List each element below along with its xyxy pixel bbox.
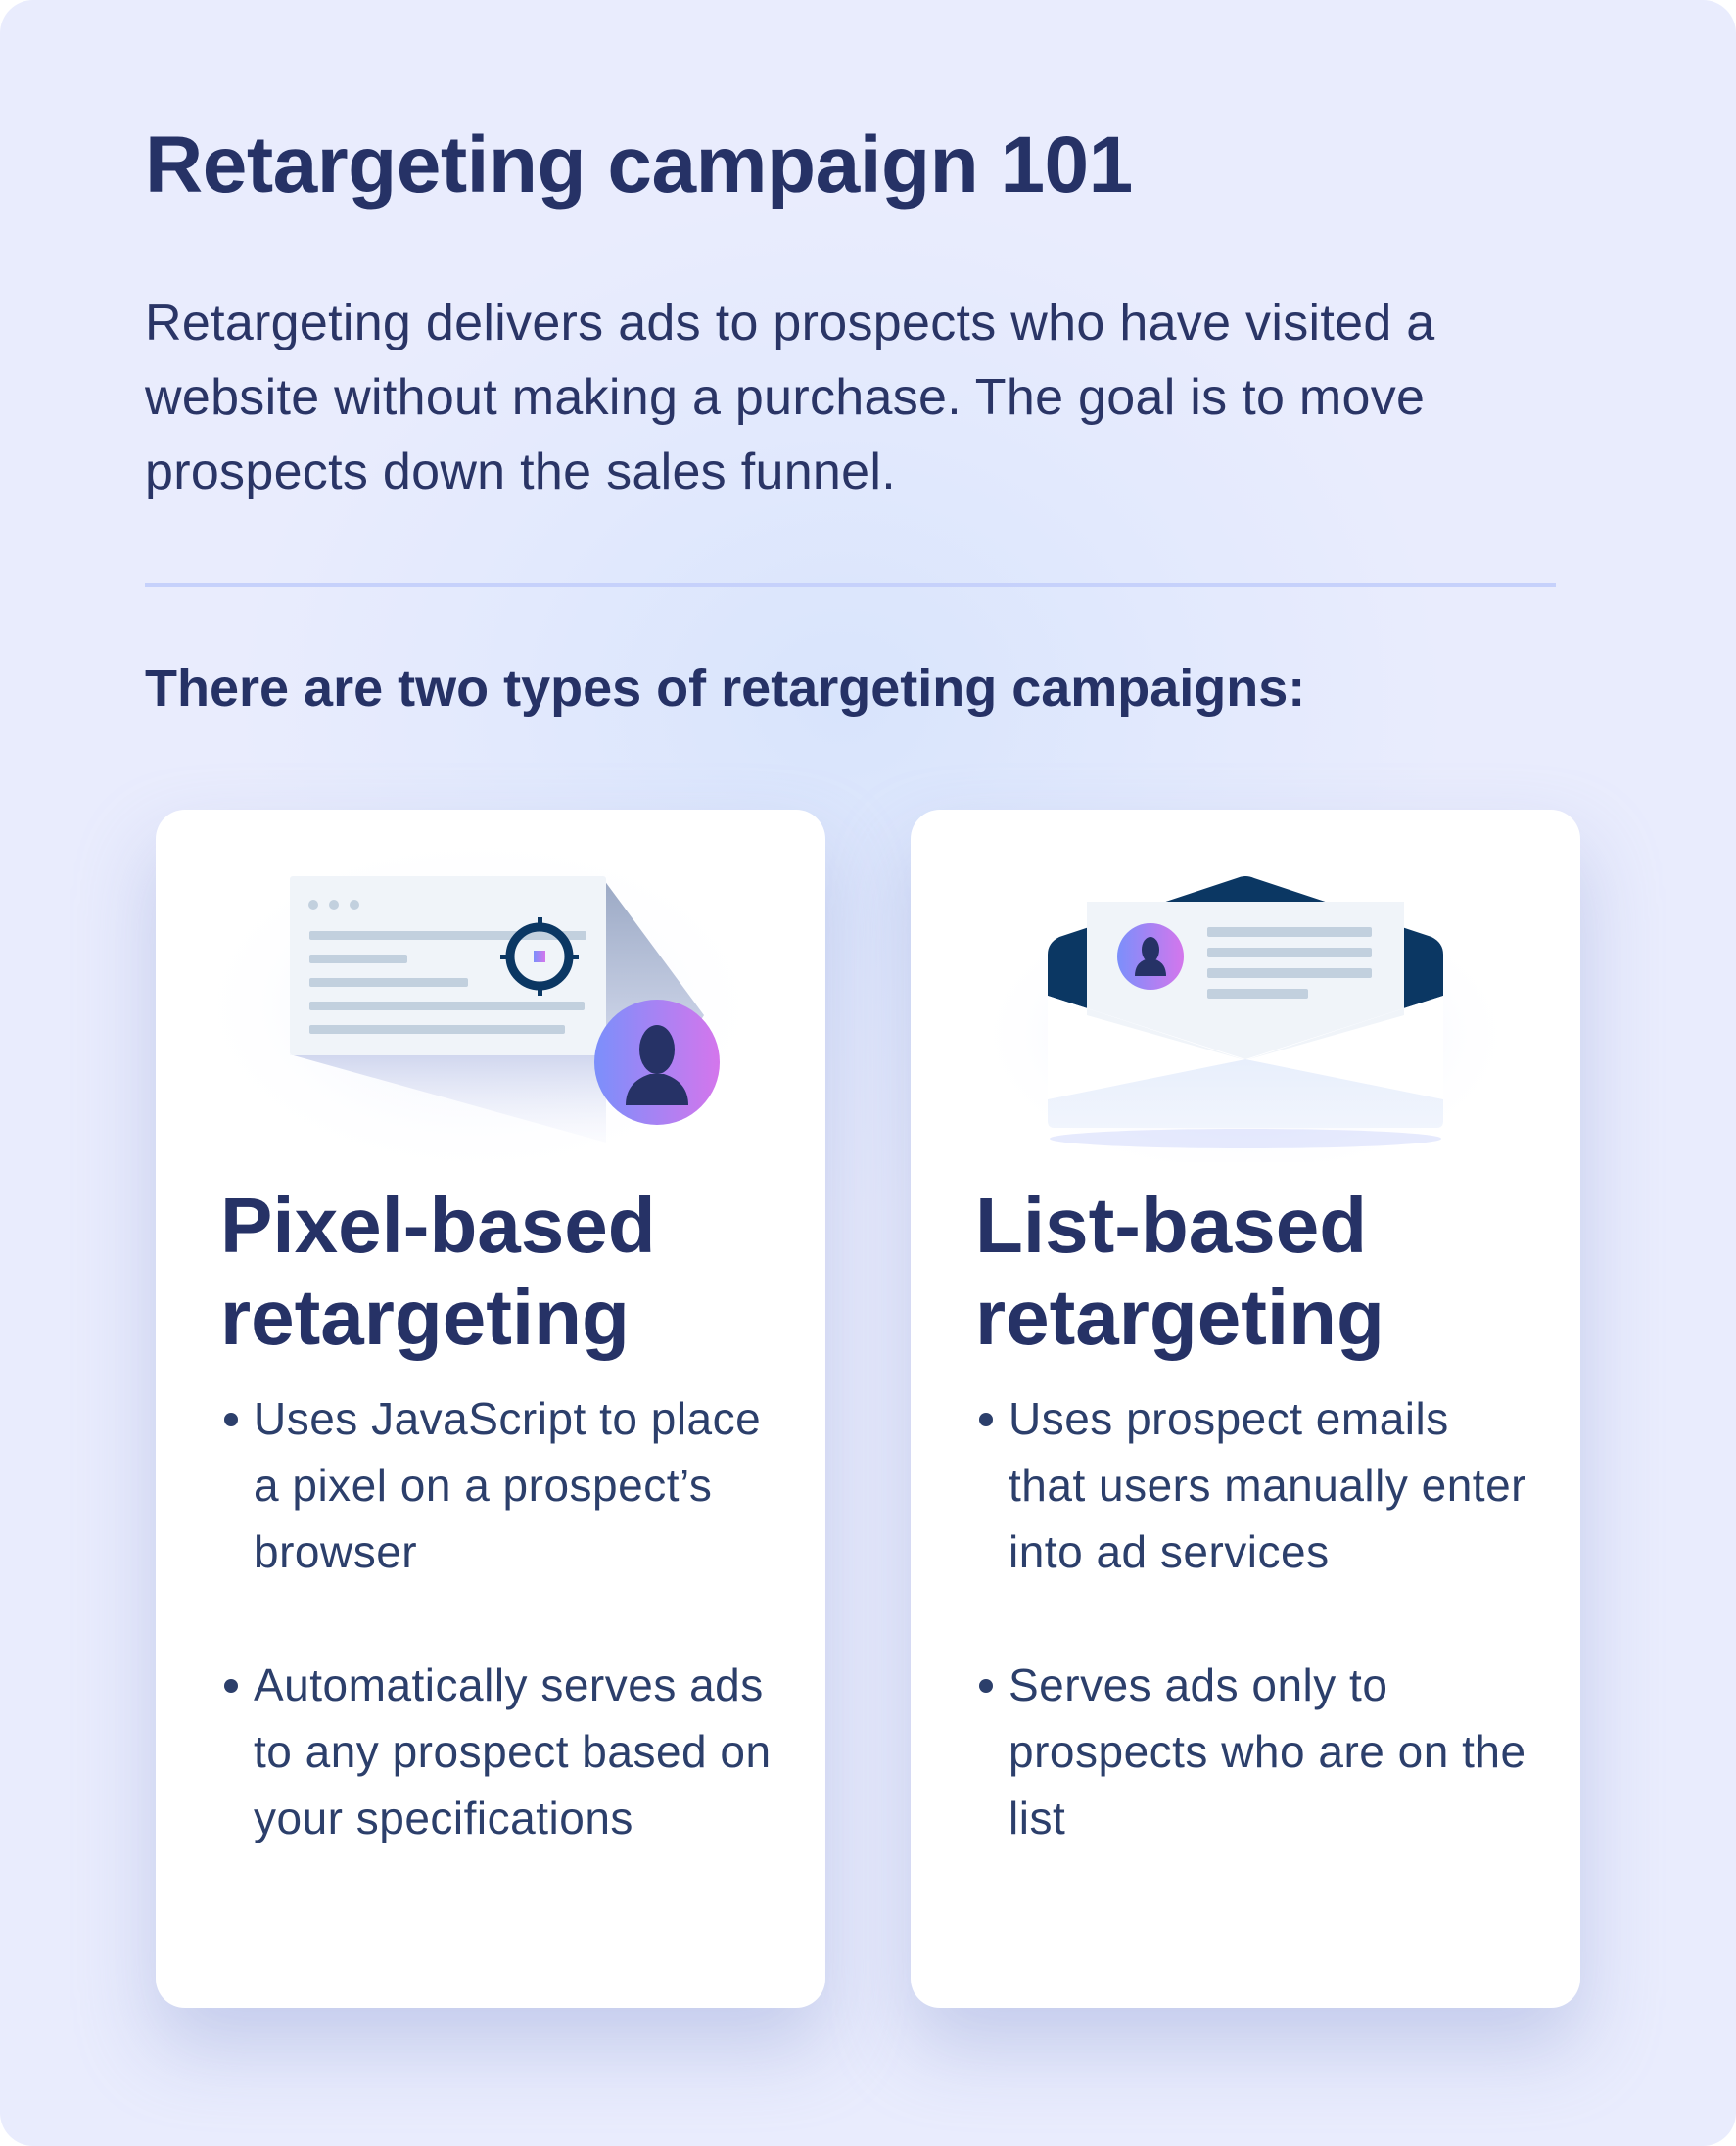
bullet-text: Serves ads only to prospects who are on … xyxy=(1009,1659,1526,1843)
bullet-list-pixel-based: Uses JavaScript to place a pixel on a pr… xyxy=(220,1385,778,1918)
bullet-list-list-based: Uses prospect emails that users manually… xyxy=(975,1385,1533,1918)
card-pixel-based: Pixel-based retargeting Uses JavaScript … xyxy=(156,810,825,2008)
bullet-text: Uses JavaScript to place a pixel on a pr… xyxy=(254,1393,762,1577)
card-title-pixel-based: Pixel-based retargeting xyxy=(220,1182,656,1361)
intro-paragraph: Retargeting delivers ads to prospects wh… xyxy=(145,295,1435,500)
bullet-dot-icon xyxy=(224,1413,238,1426)
bullet-dot-icon xyxy=(224,1679,238,1693)
bullet-item: Automatically serves ads to any prospect… xyxy=(220,1652,778,1851)
divider xyxy=(145,583,1556,587)
bullet-item: Serves ads only to prospects who are on … xyxy=(975,1652,1533,1851)
page-title: Retargeting campaign 101 xyxy=(145,120,1133,210)
section-subheading: There are two types of retargeting campa… xyxy=(145,659,1306,718)
bullet-dot-icon xyxy=(979,1679,993,1693)
envelope-user-illustration-icon xyxy=(971,876,1520,1162)
bullet-item: Uses JavaScript to place a pixel on a pr… xyxy=(220,1385,778,1585)
bullet-dot-icon xyxy=(979,1413,993,1426)
card-title-list-based: List-based retargeting xyxy=(975,1182,1384,1361)
bullet-text: Automatically serves ads to any prospect… xyxy=(254,1659,772,1843)
bullet-text: Uses prospect emails that users manually… xyxy=(1009,1393,1526,1577)
browser-target-illustration-icon xyxy=(185,829,773,1162)
card-list-based: List-based retargeting Uses prospect ema… xyxy=(911,810,1580,2008)
bullet-item: Uses prospect emails that users manually… xyxy=(975,1385,1533,1585)
